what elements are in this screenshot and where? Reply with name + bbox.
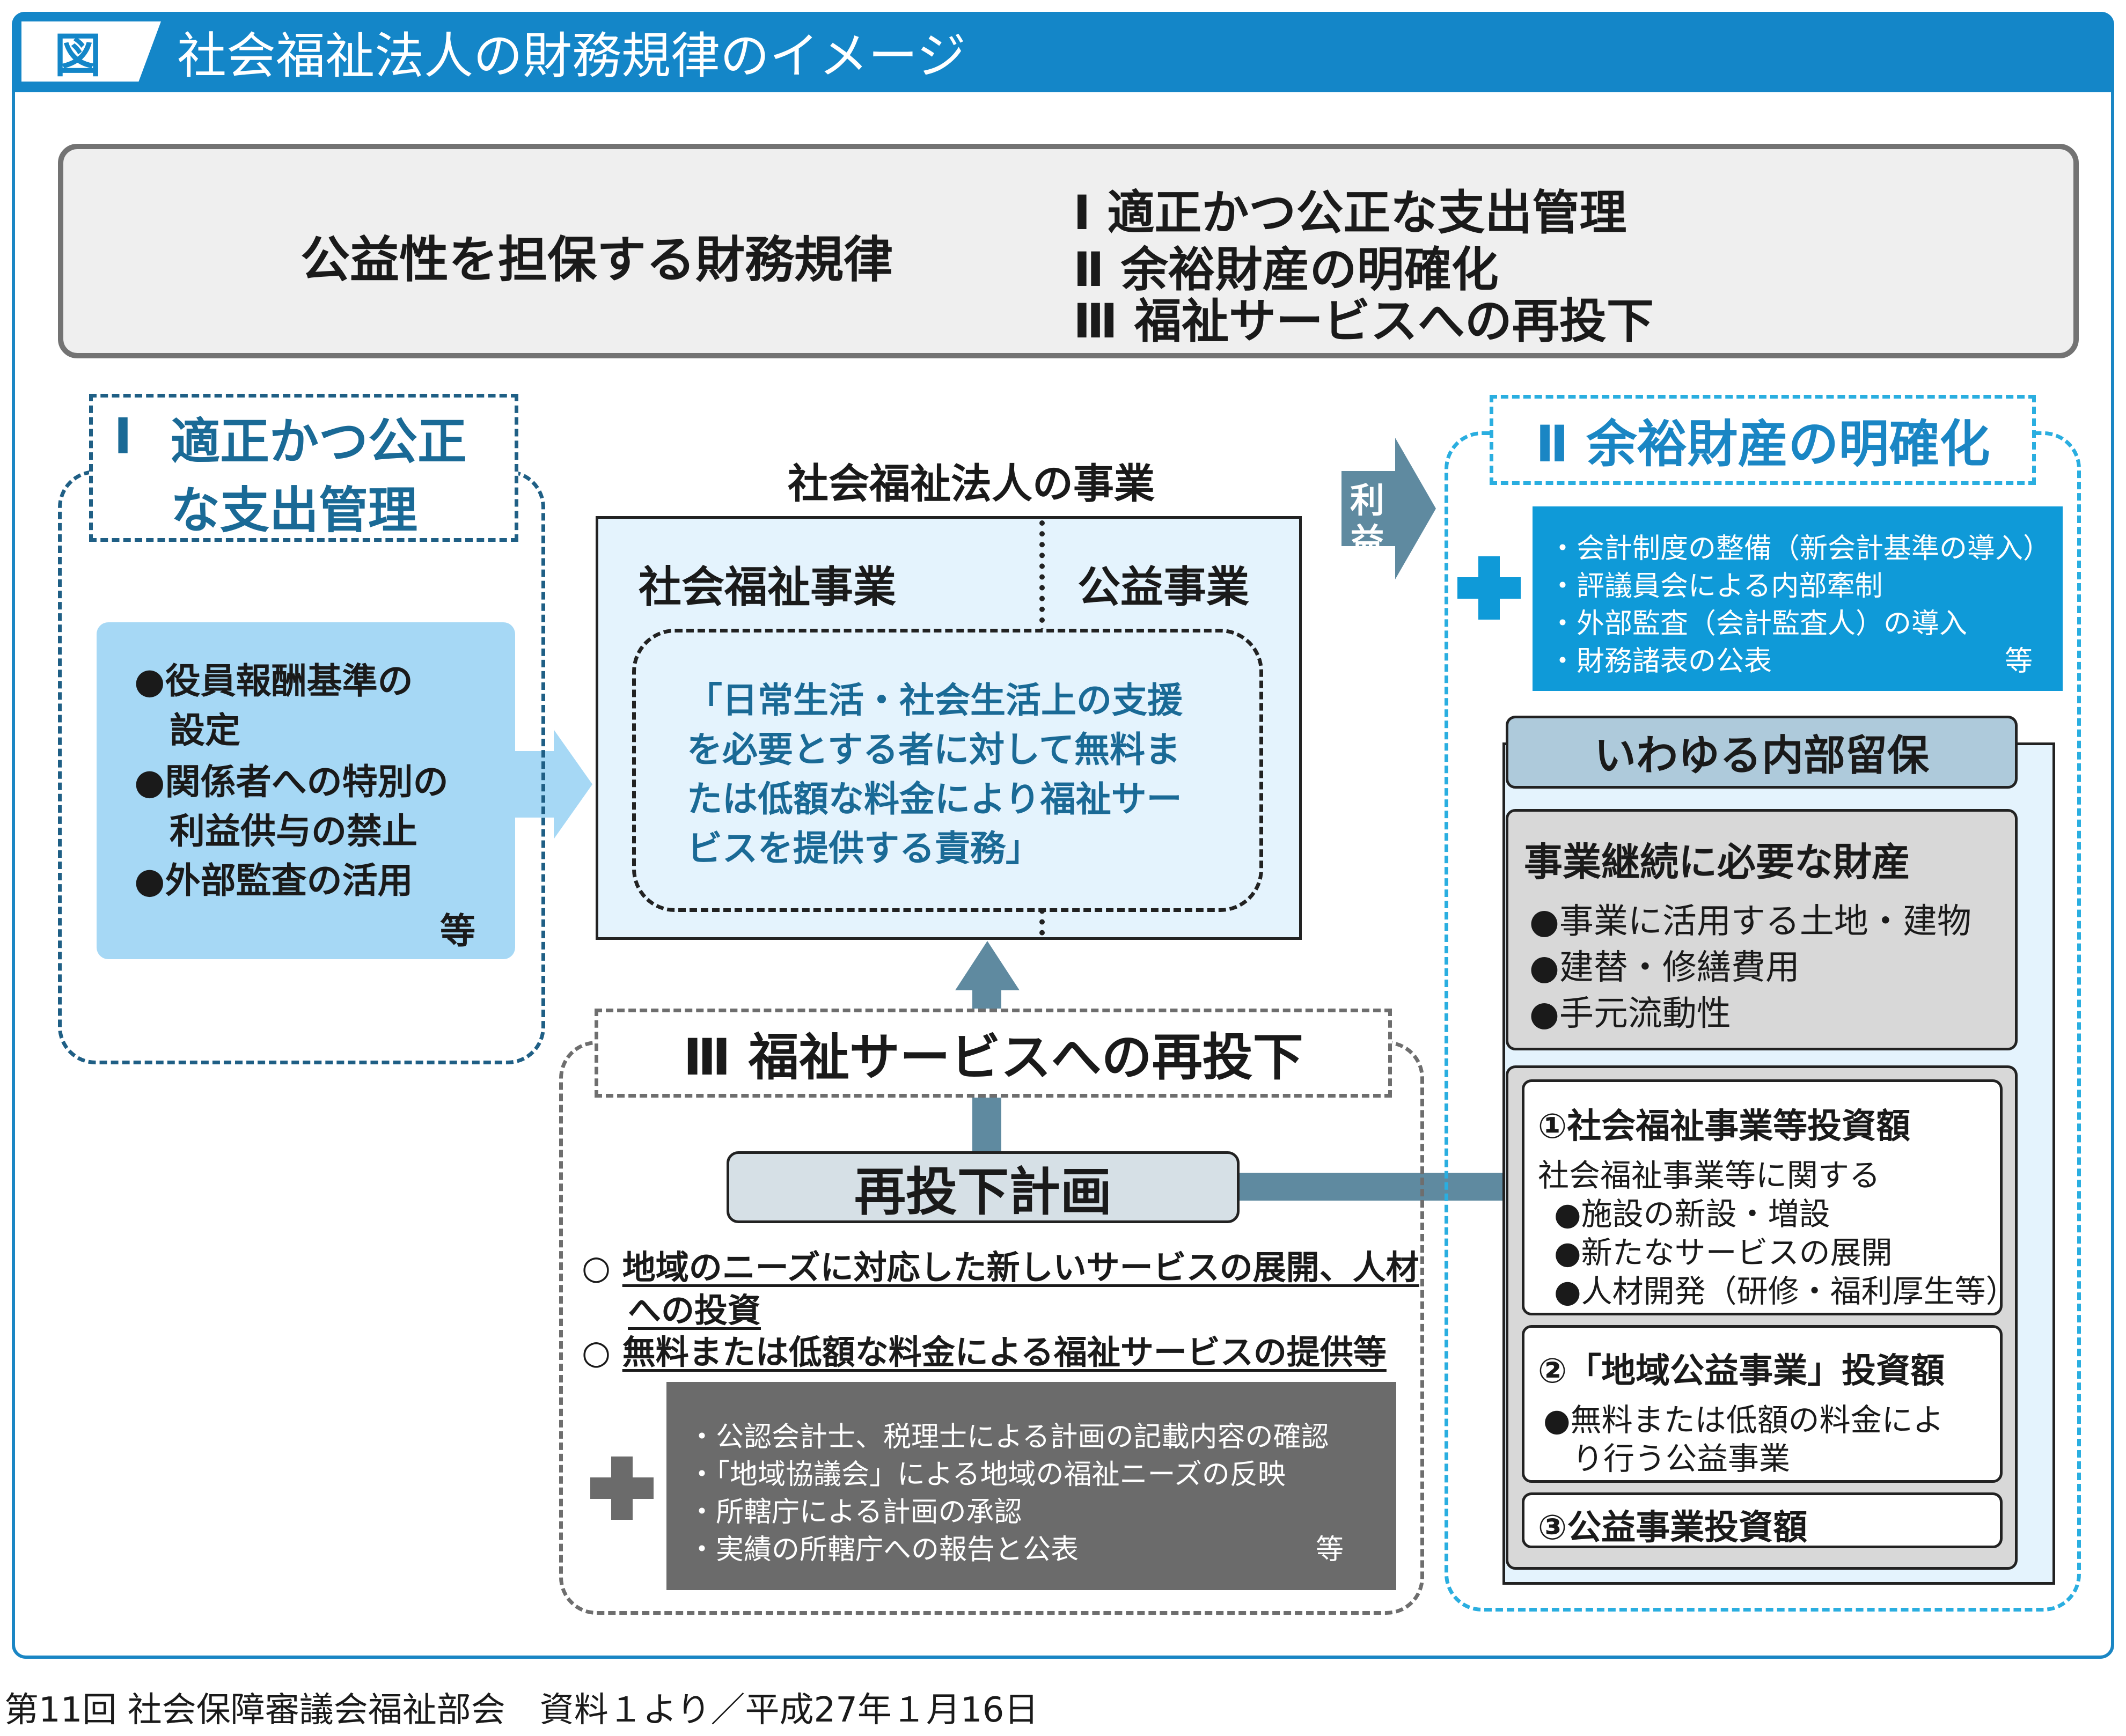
figure-label-tab (21, 21, 161, 82)
source-footer: 第11回 社会保障審議会福祉部会 資料１より／平成27年１月16日 (4, 1690, 1039, 1730)
section-one-bullet-box: ●役員報酬基準の 設定 ●関係者への特別の 利益供与の禁止 ●外部監査の活用 等 (97, 622, 515, 959)
section-one-bullet: ●関係者への特別の (134, 761, 449, 803)
circle-item-continued: への投資 (628, 1283, 761, 1332)
business-title: 社会福祉法人の事業 (788, 460, 1155, 507)
investment-1-intro: 社会福祉事業等に関する (1538, 1157, 1881, 1194)
section-one-title-line1: 適正かつ公正 (171, 413, 467, 470)
section-one-bullet: ●役員報酬基準の (134, 660, 413, 702)
summary-item-1: Ⅰ 適正かつ公正な支出管理 (1073, 185, 1627, 240)
right-arrow-icon (515, 730, 592, 839)
section-two-bullet: ・外部監査（会計監査人）の導入 (1549, 608, 1968, 640)
section-two-bullet: ・財務諸表の公表 (1549, 645, 1772, 678)
section-three-title: Ⅲ 福祉サービスへの再投下 (683, 1028, 1303, 1087)
circle-item: ○ 無料または低額な料金による福祉サービスの提供等 (582, 1325, 1387, 1373)
oversight-item: ・所轄庁による計画の承認 (688, 1496, 1022, 1528)
duty-box (632, 629, 1263, 912)
profit-label-char: 利 (1350, 481, 1384, 521)
oversight-item: ・「地域協議会」による地域の福祉ニーズの反映 (688, 1459, 1286, 1491)
oversight-item: ・公認会計士、税理士による計画の記載内容の確認 (688, 1421, 1329, 1453)
duty-line: たは低額な料金により福祉サー (687, 778, 1182, 820)
social-welfare-business-label: 社会福祉事業 (639, 562, 896, 612)
section-one-bullet: 利益供与の禁止 (170, 811, 417, 852)
oversight-etc: 等 (1316, 1534, 1344, 1566)
investment-1-item: ●施設の新設・増設 (1554, 1196, 1830, 1232)
title-bar (12, 12, 2114, 92)
section-one-bullet: 設定 (170, 710, 240, 751)
public-interest-business-label: 公益事業 (1077, 562, 1249, 612)
section-two-bullet: ・評議員会による内部牽制 (1549, 570, 1883, 602)
section-one-etc: 等 (440, 910, 475, 952)
investment-3-title: ③公益事業投資額 (1538, 1508, 1808, 1548)
circle-item-text: への投資 (628, 1291, 761, 1330)
investment-2-title: ②「地域公益事業」投資額 (1538, 1351, 1945, 1391)
section-one-heading-box (89, 394, 518, 542)
summary-main-text: 公益性を担保する財務規律 (300, 231, 893, 289)
summary-item-2: Ⅱ 余裕財産の明確化 (1073, 242, 1499, 297)
plan-invest-connector (1240, 1173, 1527, 1201)
section-three-heading-box (595, 1009, 1392, 1098)
oversight-box: ・公認会計士、税理士による計画の記載内容の確認 ・「地域協議会」による地域の福祉… (666, 1382, 1396, 1590)
required-asset-item: ●手元流動性 (1529, 994, 1731, 1034)
section-one-title: 適正かつ公正 な支出管理 (171, 408, 467, 545)
summary-item-3: Ⅲ 福祉サービスへの再投下 (1073, 293, 1654, 349)
duty-line: を必要とする者に対して無料ま (687, 729, 1181, 770)
reinvestment-plan-label: 再投下計画 (854, 1161, 1112, 1222)
internal-reserve-heading-box (1506, 716, 2018, 789)
oversight-item: ・実績の所轄庁への報告と公表 (688, 1534, 1079, 1566)
up-arrow-icon (955, 941, 1020, 990)
required-assets-box (1506, 809, 2018, 1050)
arrow-shaft-upper (972, 990, 1001, 1010)
section-two-heading-box (1490, 395, 2036, 485)
section-one-title-line2: な支出管理 (171, 482, 418, 539)
profit-arrow-icon (1341, 438, 1436, 579)
investment-box-3 (1522, 1492, 2003, 1548)
arrow-shaft (972, 1098, 1001, 1151)
section-two-etc: 等 (2005, 645, 2033, 678)
figure-title: 社会福祉法人の財務規律のイメージ (177, 27, 966, 85)
required-asset-item: ●事業に活用する土地・建物 (1529, 902, 1971, 941)
plus-icon (1457, 556, 1521, 620)
investment-2-item: ●無料または低額の料金によ (1543, 1402, 1944, 1438)
section-two-bullet: ・会計制度の整備（新会計基準の導入） (1549, 533, 2051, 565)
circle-item: ○ 地域のニーズに対応した新しいサービスの展開、人材 (582, 1240, 1419, 1289)
investment-box-2 (1522, 1325, 2003, 1483)
profit-label: 利 益 (1346, 481, 1389, 562)
section-two-title: Ⅱ 余裕財産の明確化 (1535, 415, 1990, 474)
duty-text: 「日常生活・社会生活上の支援 を必要とする者に対して無料ま たは低額な料金により… (687, 676, 1245, 873)
circle-mark: ○ (582, 1248, 611, 1287)
reinvestment-plan-box (727, 1151, 1240, 1223)
internal-reserve-title: いわゆる内部留保 (1594, 732, 1929, 780)
circle-item-text: 地域のニーズに対応した新しいサービスの展開、人材 (622, 1248, 1419, 1287)
section-one-number: Ⅰ (114, 408, 133, 465)
investment-1-title: ①社会福祉事業等投資額 (1538, 1107, 1911, 1146)
investment-1-item: ●新たなサービスの展開 (1554, 1234, 1893, 1271)
duty-line: ビスを提供する責務」 (687, 828, 1041, 869)
required-asset-item: ●建替・修繕費用 (1529, 948, 1800, 988)
plus-icon (590, 1457, 654, 1520)
circle-item-text: 無料または低額な料金による福祉サービスの提供等 (622, 1333, 1387, 1372)
investment-2-item: り行う公益事業 (1572, 1440, 1791, 1477)
required-assets-title: 事業継続に必要な財産 (1524, 840, 1911, 885)
figure-label: 図 (54, 27, 101, 83)
profit-label-char: 益 (1350, 522, 1384, 562)
section-two-bullet-box: ・会計制度の整備（新会計基準の導入） ・評議員会による内部牽制 ・外部監査（会計… (1533, 506, 2063, 691)
circle-mark: ○ (582, 1333, 611, 1372)
duty-line: 「日常生活・社会生活上の支援 (687, 680, 1183, 721)
summary-box (58, 144, 2079, 358)
section-one-bullet: ●外部監査の活用 (134, 860, 413, 901)
investment-1-item: ●人材開発（研修・福利厚生等） (1554, 1273, 2017, 1310)
investment-box-1 (1522, 1079, 2003, 1315)
